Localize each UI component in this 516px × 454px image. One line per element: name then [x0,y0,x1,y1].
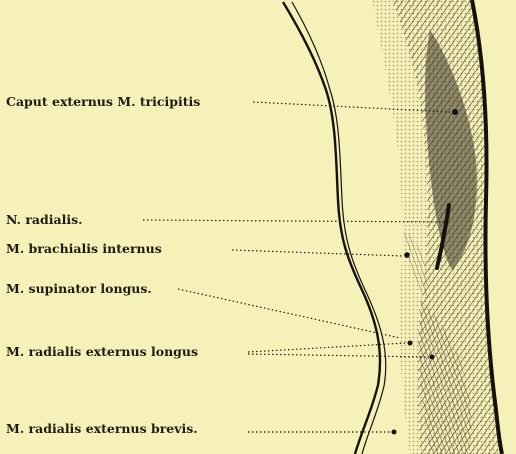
label-m-radialis-externus-brevis: M. radialis externus brevis. [6,422,198,436]
label-m-radialis-externus-longus: M. radialis externus longus [6,345,198,359]
label-m-brachialis-internus: M. brachialis internus [6,242,162,256]
label-caput-externus-tricipitis: Caput externus M. tricipitis [6,95,200,109]
label-m-supinator-longus: M. supinator longus. [6,282,152,296]
label-n-radialis: N. radialis. [6,213,83,227]
fascia-line [283,2,386,454]
